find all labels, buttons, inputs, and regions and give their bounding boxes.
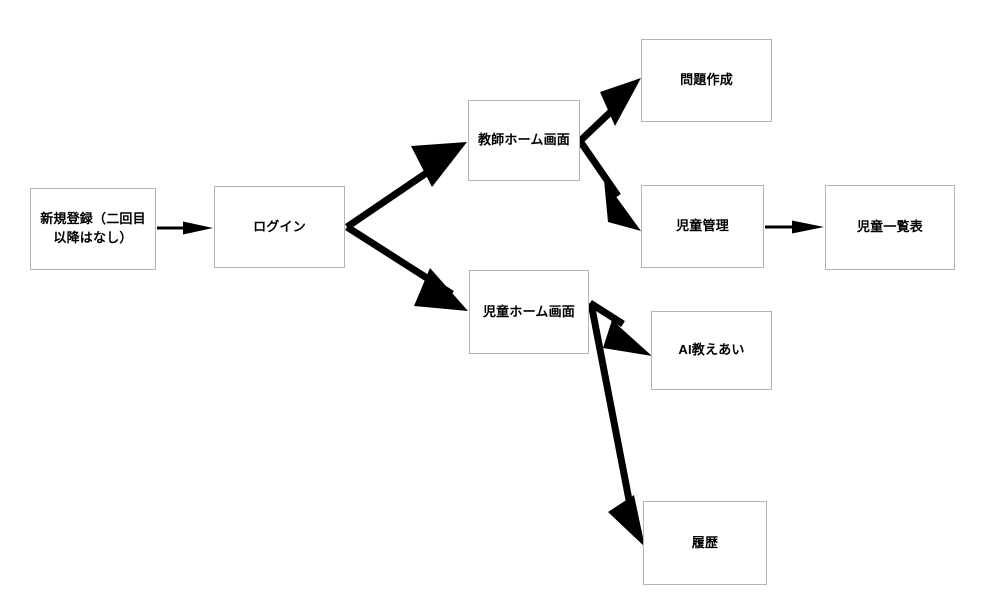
edge-signup-to-login [157,221,213,235]
node-signup[interactable]: 新規登録（二回目以降はなし） [30,188,156,270]
edge-teacher-home-to-question-creation [577,78,641,144]
node-student-list[interactable]: 児童一覧表 [825,185,955,270]
edge-teacher-home-to-student-management [577,139,641,231]
node-question-creation-label: 問題作成 [680,72,733,88]
node-student-management-label: 児童管理 [676,218,729,234]
node-student-home-label: 児童ホーム画面 [482,303,575,319]
node-student-list-label: 児童一覧表 [856,219,923,235]
edge-student-home-to-ai-teaching [588,300,652,356]
node-history-label: 履歴 [691,534,719,550]
node-teacher-home-label: 教師ホーム画面 [477,132,570,148]
node-login[interactable]: ログイン [214,186,345,268]
node-login-label: ログイン [253,218,306,234]
node-student-home[interactable]: 児童ホーム画面 [469,270,589,354]
edge-student-home-to-history [587,302,645,547]
node-ai-teaching[interactable]: AI教えあい [651,311,772,390]
edge-login-to-student-home [345,224,468,311]
node-ai-teaching-label: AI教えあい [678,342,745,358]
node-student-management[interactable]: 児童管理 [641,185,764,268]
edge-student-management-to-student-list [765,220,824,234]
edge-login-to-teacher-home [345,142,467,230]
node-question-creation[interactable]: 問題作成 [641,39,772,122]
node-teacher-home[interactable]: 教師ホーム画面 [468,100,580,181]
node-signup-label: 新規登録（二回目以降はなし） [40,211,146,245]
node-history[interactable]: 履歴 [643,501,767,585]
